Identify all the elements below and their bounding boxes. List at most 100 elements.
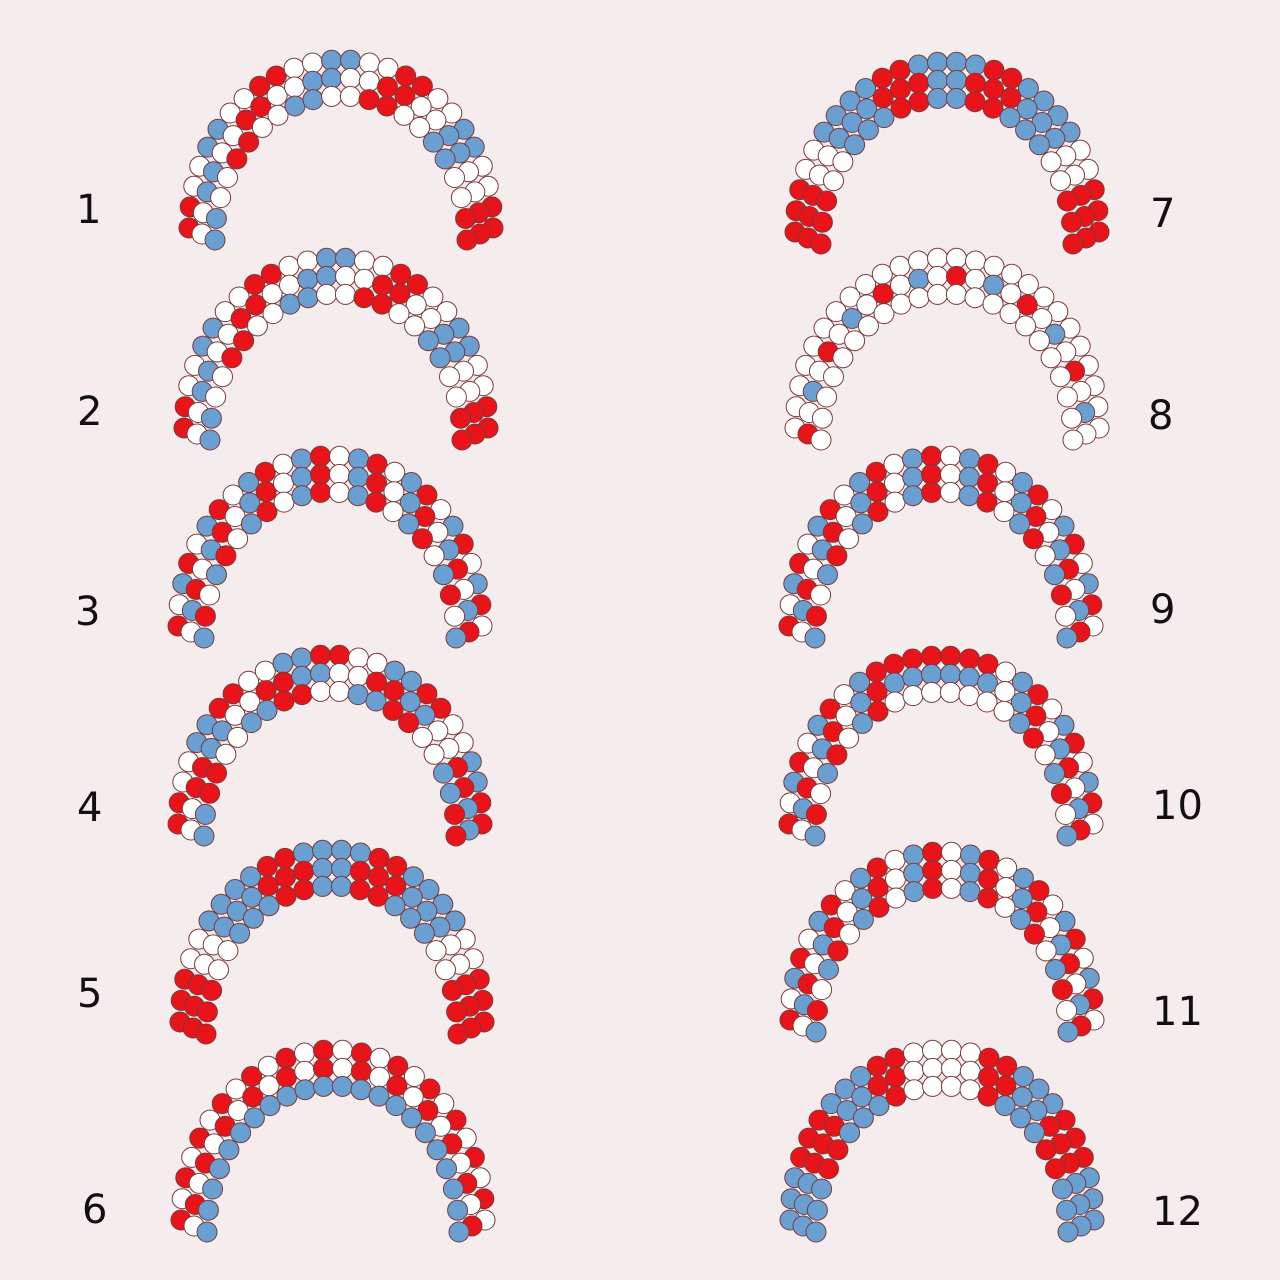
balloon — [958, 485, 980, 507]
balloon — [983, 78, 1004, 100]
balloon — [358, 70, 380, 92]
balloon — [302, 70, 324, 92]
balloon — [297, 287, 319, 309]
balloon — [823, 366, 844, 388]
balloon — [903, 1042, 924, 1064]
balloon — [245, 294, 267, 316]
balloon — [382, 501, 404, 523]
balloon — [447, 1199, 469, 1221]
balloon — [227, 528, 249, 550]
balloon — [193, 825, 215, 847]
balloon — [941, 1039, 962, 1061]
arch-design-1 — [178, 49, 504, 251]
balloon — [940, 877, 962, 899]
balloon — [217, 940, 239, 962]
balloon — [293, 842, 314, 864]
balloon — [978, 1047, 1000, 1069]
balloon — [806, 1199, 828, 1221]
balloon — [388, 303, 410, 325]
balloon — [297, 268, 319, 290]
balloon — [212, 366, 233, 388]
balloon — [444, 605, 466, 627]
arch-design-5 — [169, 839, 495, 1045]
balloon — [1011, 1086, 1033, 1108]
balloon — [293, 879, 315, 901]
balloon — [805, 1021, 827, 1043]
balloon — [805, 605, 827, 627]
balloon — [414, 1122, 436, 1144]
balloon — [922, 1057, 943, 1079]
balloon — [805, 804, 827, 825]
balloon — [805, 1221, 827, 1243]
balloon — [294, 1060, 316, 1082]
balloon — [313, 1057, 334, 1079]
balloon — [1045, 1158, 1066, 1180]
balloon — [335, 247, 356, 269]
balloon — [839, 1122, 861, 1144]
balloon — [927, 265, 948, 287]
balloon — [873, 107, 895, 129]
arch-design-3 — [167, 445, 493, 649]
balloon — [872, 87, 894, 109]
balloon — [451, 429, 473, 451]
balloon — [1055, 804, 1077, 825]
balloon — [365, 491, 387, 513]
balloon — [393, 104, 415, 126]
balloon — [450, 187, 472, 209]
balloon — [273, 671, 294, 693]
balloon — [867, 501, 889, 523]
balloon — [946, 247, 967, 269]
balloon — [1057, 1221, 1079, 1243]
balloon — [284, 95, 306, 117]
balloon — [945, 283, 967, 305]
balloon — [241, 886, 263, 908]
balloon — [908, 250, 929, 272]
balloon — [1056, 1199, 1078, 1221]
balloon — [334, 283, 356, 305]
balloon — [446, 1001, 468, 1023]
balloon — [365, 690, 387, 712]
balloon — [242, 907, 264, 929]
balloon — [993, 501, 1015, 523]
balloon — [890, 97, 912, 119]
balloon — [850, 492, 872, 514]
balloon — [977, 453, 999, 475]
balloon — [977, 887, 999, 909]
balloon — [1050, 366, 1071, 388]
balloon — [442, 1178, 464, 1200]
balloon — [413, 922, 435, 944]
balloon — [1011, 888, 1033, 910]
balloon — [1045, 959, 1066, 980]
balloon — [977, 672, 998, 694]
design-number-5: 5 — [77, 971, 103, 1017]
balloon — [976, 691, 998, 713]
balloon — [1056, 825, 1078, 847]
balloon — [368, 1085, 390, 1107]
balloon — [1050, 783, 1072, 805]
balloon — [294, 1042, 315, 1064]
balloon — [871, 263, 893, 285]
balloon — [1057, 1021, 1079, 1043]
balloon — [456, 229, 478, 251]
balloon — [221, 347, 243, 369]
balloon — [208, 959, 229, 981]
balloon — [240, 712, 262, 734]
balloon — [946, 51, 967, 73]
balloon — [372, 255, 394, 277]
balloon — [367, 885, 389, 907]
balloon — [328, 680, 350, 702]
balloon — [291, 485, 313, 507]
balloon — [313, 1075, 335, 1097]
balloon — [402, 1086, 424, 1108]
balloon — [297, 250, 318, 272]
balloon — [256, 501, 278, 523]
balloon — [332, 1039, 353, 1061]
balloon — [405, 294, 427, 316]
balloon — [902, 648, 923, 670]
design-number-2: 2 — [77, 389, 103, 435]
balloon — [856, 294, 878, 316]
balloon — [890, 78, 911, 100]
balloon — [1022, 528, 1044, 550]
balloon — [1061, 407, 1083, 429]
balloon — [850, 692, 872, 714]
